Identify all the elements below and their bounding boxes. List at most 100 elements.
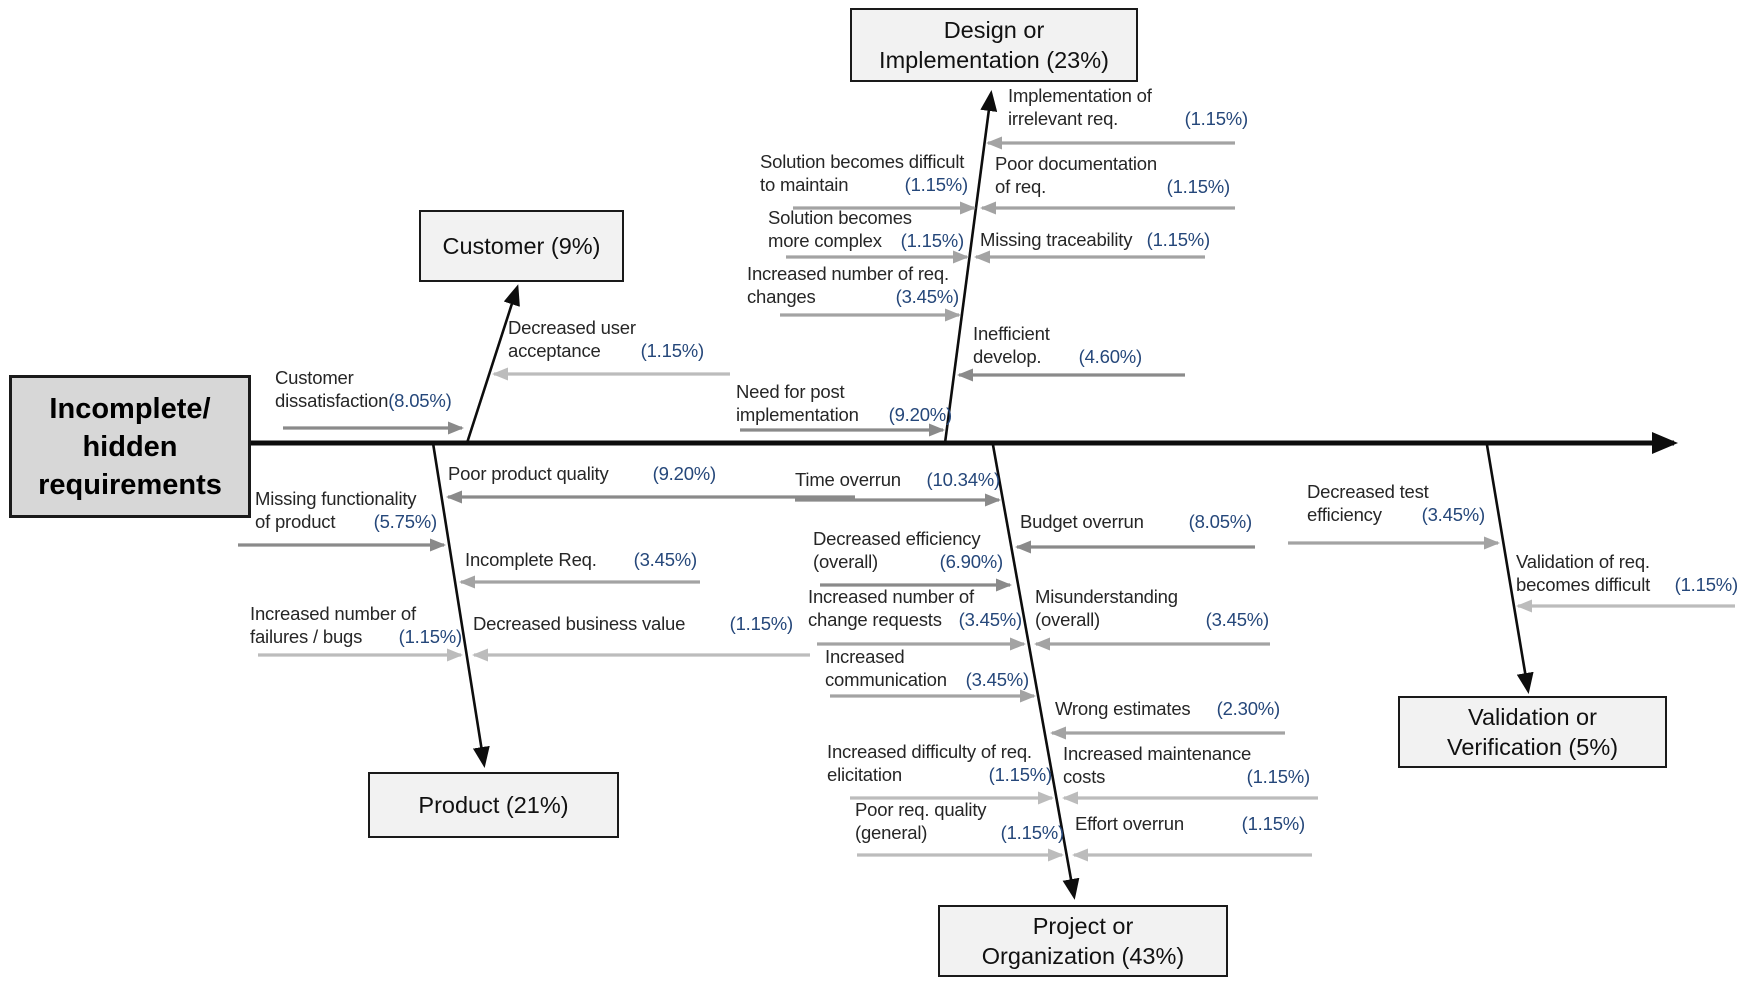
branch-validation <box>1485 444 1534 694</box>
cause-text: Increased difficulty of req. <box>827 741 1032 762</box>
cause-text: (overall) <box>1035 609 1101 630</box>
cause-percent: (9.20%) <box>888 404 953 425</box>
cause-text: Increased number of <box>808 586 974 607</box>
cause-decreased-efficiency-overall: Decreased efficiency (overall)(6.90%) <box>813 527 1003 573</box>
cause-percent: (1.15%) <box>1184 108 1249 129</box>
cause-percent: (1.15%) <box>729 613 794 634</box>
cause-text: Solution becomes <box>768 207 912 228</box>
cause-text: Increased maintenance <box>1063 743 1252 764</box>
cause-percent: (1.15%) <box>640 340 705 361</box>
cause-text: (general) <box>855 822 928 843</box>
cause-text: Decreased business value <box>473 613 686 634</box>
cause-percent: (3.45%) <box>958 609 1023 630</box>
cause-text: Implementation of <box>1008 85 1152 106</box>
cause-text: Effort overrun <box>1075 813 1184 834</box>
category-label: Design or <box>943 17 1045 43</box>
cause-text: Validation of req. <box>1516 551 1650 572</box>
cause-percent: (1.15%) <box>1674 574 1739 595</box>
cause-text: Incomplete Req. <box>465 549 597 570</box>
cause-text: Poor product quality <box>448 463 609 484</box>
cause-increased-change-requests: Increased number of change requests (3.45… <box>808 585 1022 631</box>
category-label: Implementation (23%) <box>879 47 1109 73</box>
cause-percent: (3.45%) <box>633 549 698 570</box>
cause-effort-overrun: Effort overrun (1.15%) <box>1075 812 1305 835</box>
category-box-design-implementation: Design or Implementation (23%) <box>850 8 1138 82</box>
branch-product <box>431 442 490 768</box>
cause-percent: (1.15%) <box>900 230 965 251</box>
cause-text: becomes difficult <box>1516 574 1651 595</box>
category-label: Organization (43%) <box>981 943 1185 969</box>
cause-text: Poor documentation <box>995 153 1157 174</box>
cause-percent: (3.45%) <box>895 286 960 307</box>
cause-text: Need for post <box>736 381 845 402</box>
branch-design <box>943 90 998 444</box>
cause-missing-functionality-of-product: Missing functionality of product(5.75%) <box>255 487 437 533</box>
cause-text: Inefficient <box>973 323 1050 344</box>
cause-text: Time overrun <box>795 469 901 490</box>
cause-increased-communication: Increased communication(3.45%) <box>825 645 1029 691</box>
cause-percent: (3.45%) <box>1421 504 1486 525</box>
cause-percent: (5.75%) <box>373 511 438 532</box>
category-label: Verification (5%) <box>1446 734 1619 760</box>
cause-percent: (1.15%) <box>398 626 463 647</box>
cause-percent: (1.15%) <box>1166 176 1231 197</box>
cause-text: Budget overrun <box>1020 511 1144 532</box>
cause-text: (overall) <box>813 551 879 572</box>
cause-text: Missing traceability <box>980 229 1133 250</box>
cause-percent: (2.30%) <box>1216 698 1281 719</box>
cause-text: elicitation <box>827 764 902 785</box>
cause-percent: (1.15%) <box>904 174 969 195</box>
category-box-product: Product (21%) <box>368 772 619 838</box>
cause-text: Customer <box>275 367 354 388</box>
cause-solution-more-complex: Solution becomes more complex (1.15%) <box>768 206 964 252</box>
cause-text: of req. <box>995 176 1047 197</box>
cause-text: develop. <box>973 346 1042 367</box>
cause-text: changes <box>747 286 816 307</box>
cause-decreased-business-value: Decreased business value (1.15%) <box>473 612 793 635</box>
cause-implementation-irrelevant-req: Implementation of irrelevant req.(1.15%) <box>1008 84 1248 130</box>
category-box-customer: Customer (9%) <box>419 210 624 282</box>
cause-percent: (6.90%) <box>939 551 1004 572</box>
cause-missing-traceability: Missing traceability(1.15%) <box>980 228 1210 251</box>
category-box-project-organization: Project or Organization (43%) <box>938 905 1228 977</box>
cause-poor-req-quality-general: Poor req. quality (general) (1.15%) <box>855 798 1064 844</box>
effect-box-incomplete-hidden-requirements: Incomplete/ hidden requirements <box>9 375 251 518</box>
effect-line: requirements <box>38 468 222 501</box>
cause-budget-overrun: Budget overrun(8.05%) <box>1020 510 1252 533</box>
branch-project <box>991 444 1080 900</box>
cause-increased-difficulty-elicitation: Increased difficulty of req. elicitation… <box>827 740 1052 786</box>
cause-percent: (1.15%) <box>1000 822 1065 843</box>
cause-text: Decreased user <box>508 317 636 338</box>
cause-need-for-post-implementation: Need for post implementation (9.20%) <box>736 380 952 426</box>
cause-text: Poor req. quality <box>855 799 987 820</box>
cause-decreased-user-acceptance: Decreased user acceptance(1.15%) <box>508 316 704 362</box>
cause-text: Decreased test <box>1307 481 1429 502</box>
effect-line: Incomplete/ <box>49 392 211 425</box>
cause-increased-req-changes: Increased number of req. changes (3.45%) <box>747 262 959 308</box>
cause-misunderstanding-overall: Misunderstanding (overall) (3.45%) <box>1035 585 1269 631</box>
cause-text: of product <box>255 511 336 532</box>
cause-percent: (1.15%) <box>1241 813 1306 834</box>
cause-text: dissatisfaction <box>275 390 389 411</box>
cause-poor-documentation-of-req: Poor documentation of req. (1.15%) <box>995 152 1230 198</box>
cause-time-overrun: Time overrun(10.34%) <box>795 468 1000 491</box>
cause-text: to maintain <box>760 174 849 195</box>
cause-increased-failures-bugs: Increased number of failures / bugs(1.15… <box>250 602 462 648</box>
cause-percent: (3.45%) <box>965 669 1030 690</box>
cause-percent: (1.15%) <box>1246 766 1311 787</box>
cause-percent: (8.05%) <box>388 390 452 411</box>
cause-text: change requests <box>808 609 942 630</box>
category-label: Validation or <box>1468 704 1597 730</box>
cause-text: Increased number of req. <box>747 263 949 284</box>
cause-text: implementation <box>736 404 859 425</box>
cause-percent: (4.60%) <box>1078 346 1143 367</box>
cause-decreased-test-efficiency: Decreased test efficiency(3.45%) <box>1307 480 1485 526</box>
cause-text: communication <box>825 669 947 690</box>
cause-text: Misunderstanding <box>1035 586 1178 607</box>
cause-increased-maintenance-costs: Increased maintenance costs(1.15%) <box>1063 742 1310 788</box>
cause-text: more complex <box>768 230 882 251</box>
cause-percent: (3.45%) <box>1205 609 1270 630</box>
cause-text: Wrong estimates <box>1055 698 1191 719</box>
cause-percent: (1.15%) <box>988 764 1053 785</box>
